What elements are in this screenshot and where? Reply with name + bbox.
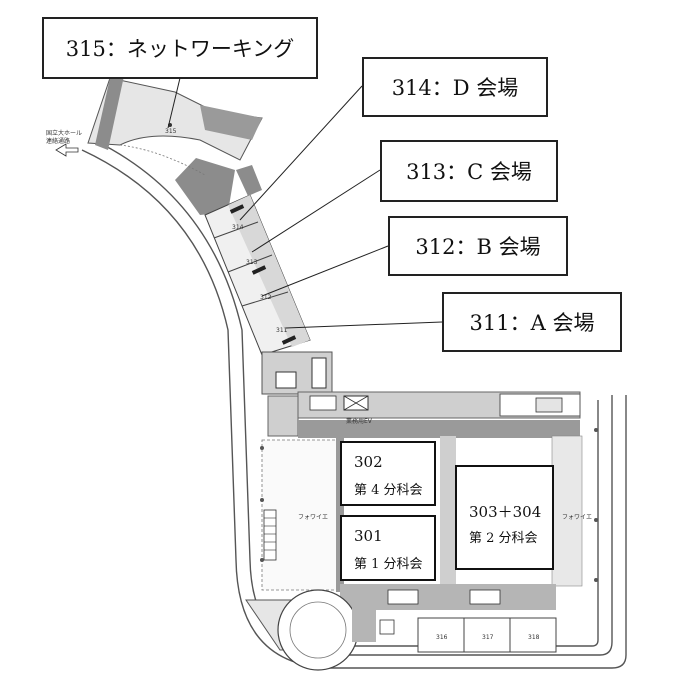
room-302-number: 302 xyxy=(354,453,383,471)
direction-arrow-icon xyxy=(55,143,79,157)
outer-boundary xyxy=(81,139,627,669)
callout-315-networking: 315：ネットワーキング xyxy=(42,17,318,79)
callout-311-hall-a: 311：A 会場 xyxy=(442,292,622,352)
room-303-304: 303＋304 第 2 分科会 xyxy=(455,465,554,570)
label-room-315: 315 xyxy=(165,128,177,135)
foyer-left xyxy=(261,439,339,591)
callout-leaders xyxy=(167,77,443,329)
direction-note-2: 連絡通路 xyxy=(46,138,71,145)
room-301-session: 第 1 分科会 xyxy=(354,557,423,572)
callout-312-hall-b: 312：B 会場 xyxy=(388,216,568,276)
label-room-312: 312 xyxy=(260,294,272,301)
room-303-304-session: 第 2 分科会 xyxy=(469,531,538,546)
hall-walls xyxy=(336,432,583,610)
label-elevator: 業務用EV xyxy=(346,418,372,425)
label-room-317: 317 xyxy=(482,634,494,641)
direction-note-1: 国立大ホール xyxy=(46,130,83,137)
room-303-304-number: 303＋304 xyxy=(469,503,542,521)
room-302: 302 第 4 分科会 xyxy=(340,441,436,506)
wing-315 xyxy=(87,76,263,215)
junction-core xyxy=(261,351,333,437)
lower-rooms xyxy=(417,617,557,653)
label-room-311: 311 xyxy=(276,327,288,334)
columns xyxy=(260,428,598,582)
callout-314-hall-d: 314：D 会場 xyxy=(362,57,548,117)
room-301: 301 第 1 分科会 xyxy=(340,515,436,581)
service-band xyxy=(297,391,581,438)
rotunda xyxy=(245,589,395,671)
room-302-session: 第 4 分科会 xyxy=(354,483,423,498)
label-room-316: 316 xyxy=(436,634,448,641)
callout-313-hall-c: 313：C 会場 xyxy=(380,140,558,202)
label-room-313: 313 xyxy=(246,259,258,266)
label-room-318: 318 xyxy=(528,634,540,641)
label-foyer-left: フォワイエ xyxy=(298,514,328,521)
label-room-314: 314 xyxy=(232,224,244,231)
label-foyer-right: フォワイエ xyxy=(562,514,592,521)
corridor-rooms-311-314 xyxy=(204,165,311,356)
room-301-number: 301 xyxy=(354,527,383,545)
